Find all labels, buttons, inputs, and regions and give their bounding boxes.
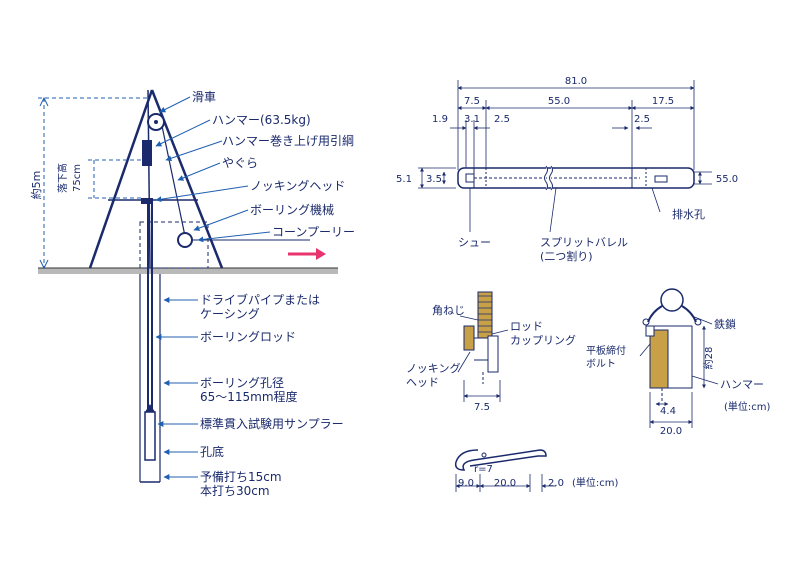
boring-machine-outline [139, 221, 209, 269]
knocking-head-drawing: 角ねじ ロッド カップリング ノッキング ヘッド 7.5 [406, 291, 576, 413]
hammer-d-4-4: 4.4 [660, 406, 676, 417]
tower-leg-left [88, 89, 154, 269]
hammer-height: 約28 [702, 347, 715, 370]
hammer-drawing: 鉄鎖 平板締付 ボルト 約28 ハンマー 4.4 20.0 (単位:cm) [586, 288, 771, 437]
rod-coupling-label-1: ロッド [510, 320, 543, 333]
height-label: 約5m [29, 171, 43, 200]
rod-coupling [487, 335, 499, 373]
pulley-label: 滑車 [192, 90, 216, 104]
hammer-unit: (単位:cm) [724, 400, 771, 413]
bore-diameter-label-2: 65～115mm程度 [200, 389, 298, 404]
cone-pulley [177, 232, 193, 248]
knocking-head-body [463, 325, 475, 351]
chain-label: 鉄鎖 [714, 317, 736, 331]
ground-surface [38, 268, 338, 274]
dim-3-1: 3.1 [464, 114, 480, 125]
knocking-head-detail-label-1: ノッキング [406, 361, 460, 375]
drop-height-label-2: 75cm [72, 164, 83, 192]
chain-left [647, 305, 663, 323]
hook-unit: (単位:cm) [572, 476, 619, 489]
hammer-ring [660, 288, 684, 312]
hammer-label: ハンマー(63.5kg) [212, 113, 311, 127]
drive-pipe-label-1: ドライブパイプまたは [200, 292, 320, 307]
preliminary-label: 予備打ち15cm [200, 469, 282, 484]
sampler-drawing: 81.0 7.5 55.0 17.5 1.9 3.1 2.5 2.5 5.1 3… [396, 76, 738, 263]
rod-coupling-label-2: カップリング [510, 333, 576, 347]
knocking-head-width: 7.5 [474, 402, 490, 413]
shoe-label: シュー [458, 236, 491, 249]
hook-d-20-0: 20.0 [494, 478, 516, 489]
square-screw-thread [477, 291, 493, 339]
main-drive-label: 本打ち30cm [200, 484, 270, 498]
boring-rig: 約5m 落下高 75cm 滑車 ハンマー(63.5kg) ハンマー巻き上げ用引綱… [29, 89, 355, 498]
hook-d-9-0: 9.0 [458, 478, 474, 489]
bolt-label-1: 平板締付 [586, 344, 626, 357]
dim-7-5: 7.5 [464, 96, 480, 107]
sampler-body [144, 411, 156, 461]
boring-machine-label: ボーリング機械 [250, 202, 334, 217]
dim-5-1: 5.1 [396, 174, 412, 185]
drop-height-label-1: 落下高 [56, 163, 69, 193]
drain-hole-label: 排水孔 [672, 207, 705, 221]
cone-pulley-label: コーンプーリー [272, 225, 355, 239]
square-screw-label: 角ねじ [432, 304, 465, 317]
hook-radius: r=7 [474, 464, 493, 475]
tower-label: やぐら [222, 156, 258, 170]
dim-55-0: 55.0 [548, 96, 570, 107]
hammer-section [649, 329, 669, 389]
knocking-head-detail-label-2: ヘッド [406, 376, 439, 389]
knocking-head [141, 198, 153, 204]
hammer-d-20-0: 20.0 [660, 426, 682, 437]
hoist-rope [161, 125, 186, 237]
dim-55-0-r: 55.0 [716, 174, 738, 185]
dim-2-5a: 2.5 [494, 114, 510, 125]
drive-pipe-label-2: ケーシング [200, 307, 260, 321]
split-barrel-label-2: (二つ割り) [540, 249, 593, 263]
hammer-block [142, 140, 152, 166]
hook-d-2-0: 2.0 [548, 478, 564, 489]
knocking-head-label: ノッキングヘッド [250, 179, 345, 193]
hook-drawing: r=7 9.0 20.0 2.0 (単位:cm) [454, 449, 619, 492]
bolt-label-2: ボルト [586, 358, 616, 370]
hole-bottom-label: 孔底 [200, 444, 224, 459]
chain-right [681, 305, 697, 323]
rope-label: ハンマー巻き上げ用引綱 [222, 134, 354, 148]
dim-total: 81.0 [565, 76, 587, 87]
split-barrel-label-1: スプリットバレル [540, 236, 628, 249]
dim-17-5: 17.5 [652, 96, 674, 107]
hammer-detail-label: ハンマー [720, 378, 764, 391]
hook-shape [454, 449, 547, 471]
dim-3-5: 3.5 [426, 174, 442, 185]
dim-2-5b: 2.5 [634, 114, 650, 125]
boring-rod-label: ボーリングロッド [200, 330, 296, 344]
sampler-label: 標準貫入試験用サンプラー [200, 416, 344, 431]
rig-leaders [155, 96, 271, 480]
bore-diameter-label-1: ボーリング孔径 [200, 376, 284, 390]
dim-1-9: 1.9 [432, 114, 448, 125]
